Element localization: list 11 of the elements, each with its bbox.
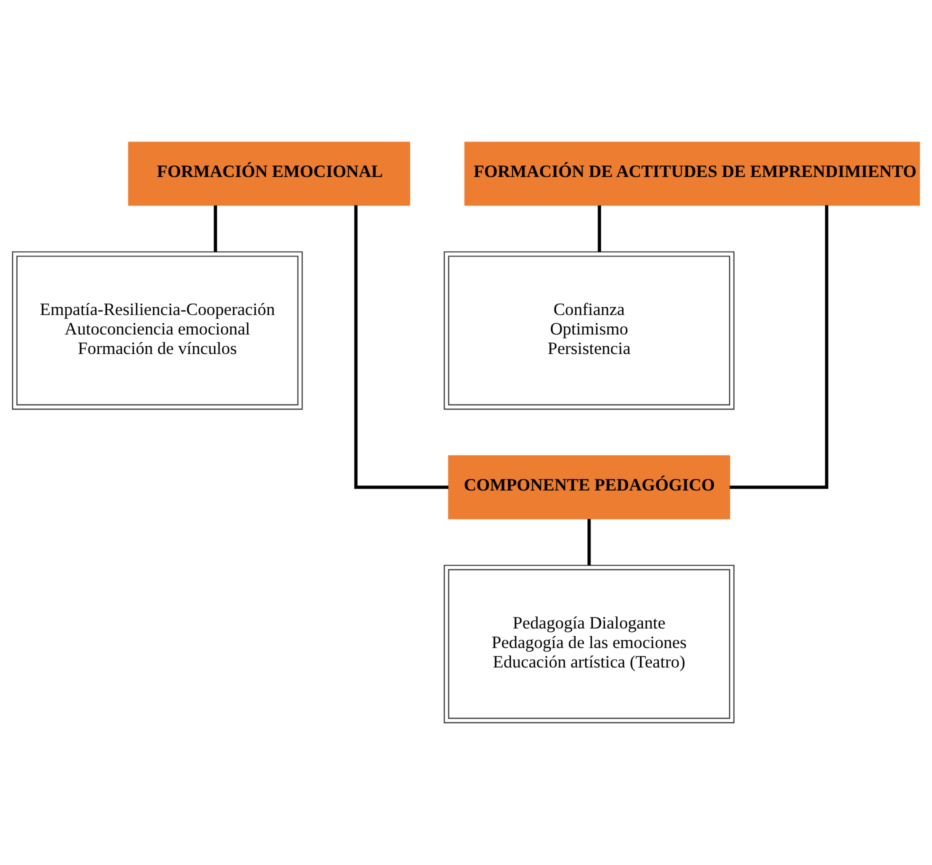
node-box: Empatía-Resiliencia-Cooperación Autoconciencia emocional Formación de vínculos [12,251,303,410]
connector [354,205,448,489]
node-box: Confianza Optimismo Persistencia [444,251,734,410]
node-box: Pedagogía Dialogante Pedagogía de las emociones Educación artística (Teatro) [444,564,734,724]
connector [730,205,828,489]
connector [587,519,591,566]
connector [598,206,602,252]
connector [214,206,218,252]
node-box: FORMACIÓN EMOCIONAL [128,142,410,206]
node-box: FORMACIÓN DE ACTITUDES DE EMPRENDIMIENTO [464,142,920,206]
node-box: COMPONENTE PEDAGÓGICO [448,455,730,520]
